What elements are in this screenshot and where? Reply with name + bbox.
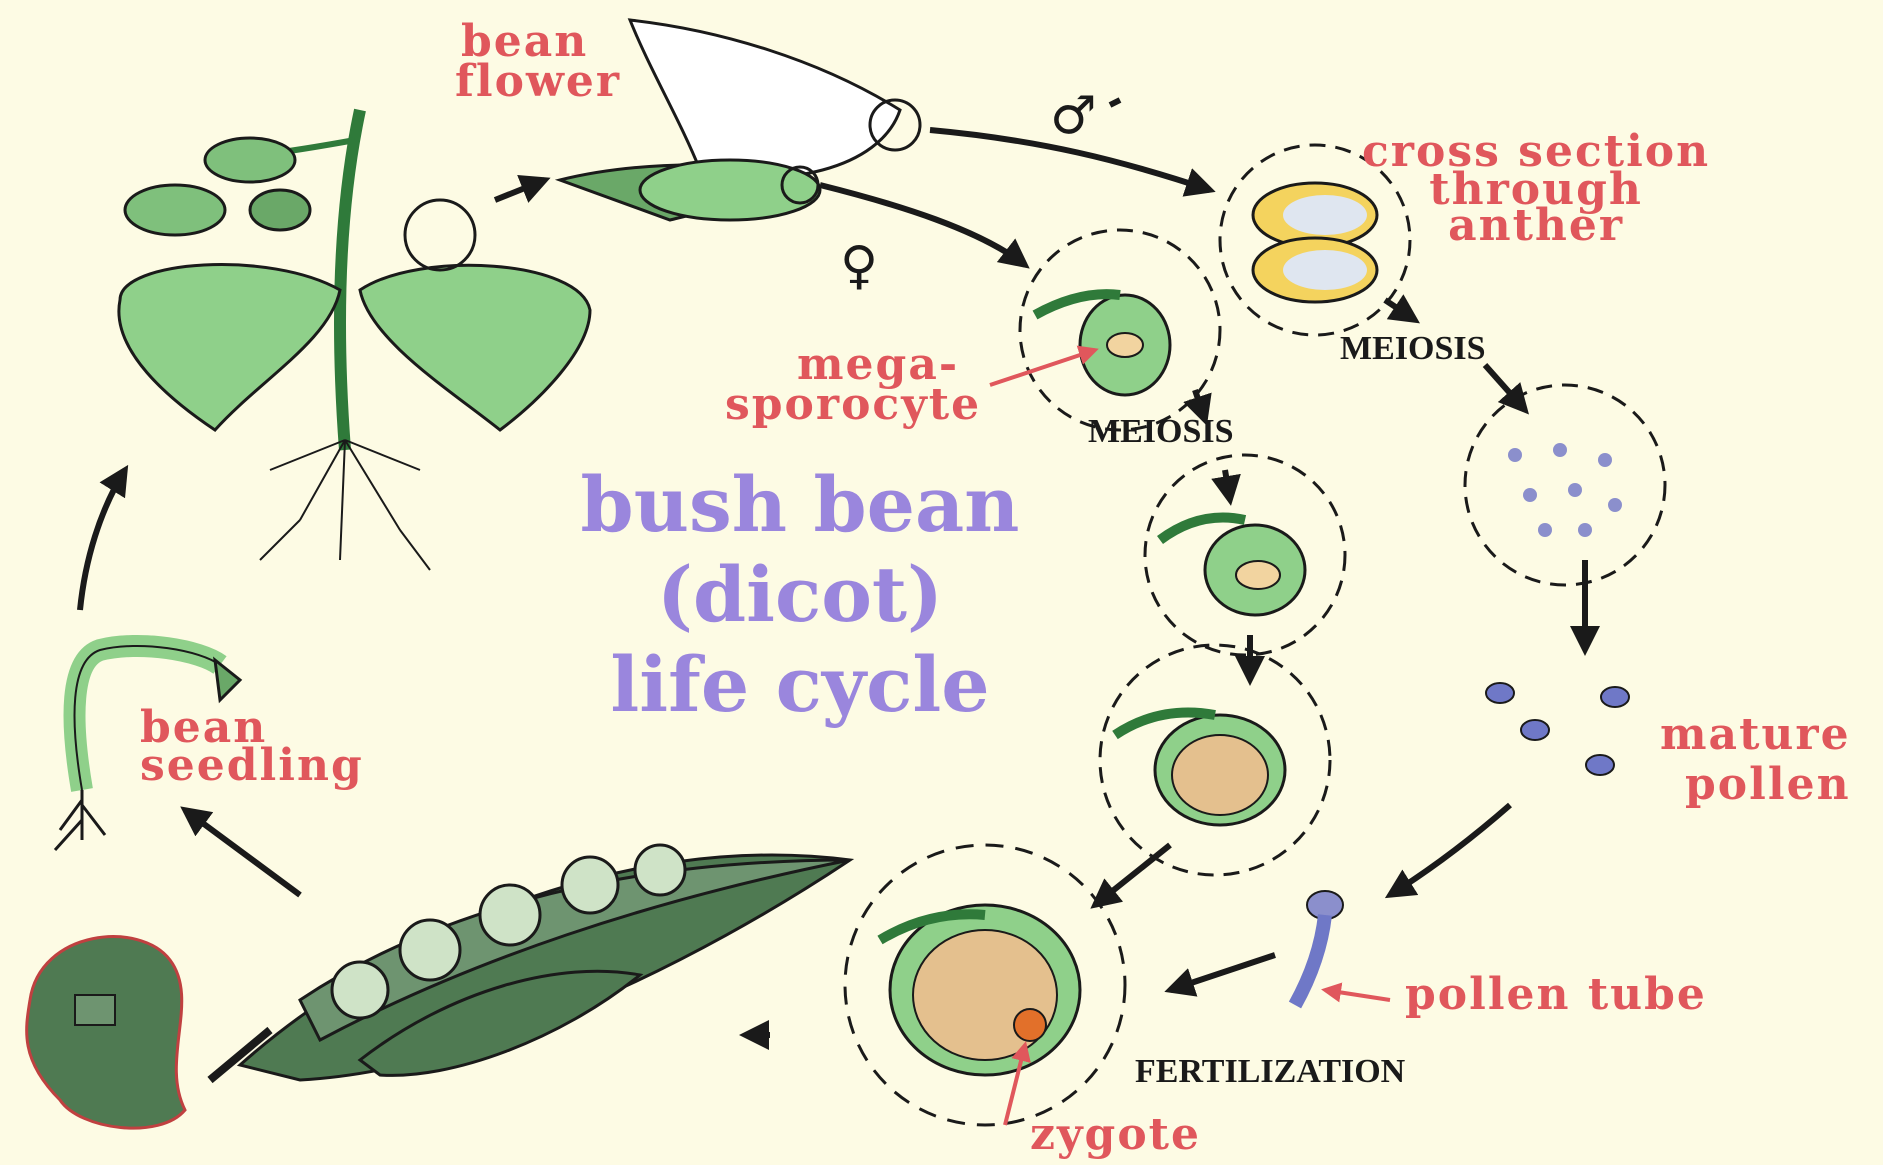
title-line3: life cycle: [530, 640, 1070, 730]
megasporocyte-label-line2: sporocyte: [725, 385, 981, 425]
meiosis-left-label: MEIOSIS: [1088, 413, 1234, 451]
zygote-label: zygote: [1030, 1115, 1201, 1155]
arrow-plant-to-flower: [495, 180, 545, 200]
female-symbol-icon: ♀: [840, 240, 878, 292]
bean-seed-icon: [27, 937, 185, 1129]
bean-plant-icon: [119, 110, 590, 570]
arrow-meiosis-to-pollen: [1485, 365, 1525, 410]
meiosis-right-label: MEIOSIS: [1340, 330, 1486, 368]
bean-pod-icon: [210, 845, 850, 1080]
pollen-tube-label: pollen tube: [1405, 975, 1707, 1015]
pollen-tube-pointer: [1325, 990, 1390, 1000]
arrow-meiosis-to-ovule: [1225, 470, 1230, 500]
pollen-tube-icon: [1295, 891, 1343, 1005]
arrow-tube-to-zygote: [1170, 955, 1275, 990]
mature-pollen-label-line1: mature: [1660, 715, 1851, 755]
arrow-pod-to-seedling: [185, 810, 300, 895]
megasporocyte-pointer: [990, 350, 1095, 385]
arrow-ovule3-to-zygote: [1095, 845, 1170, 905]
arrow-mature-to-tube: [1390, 805, 1510, 895]
fertilization-label: FERTILIZATION: [1135, 1053, 1405, 1091]
bean-seedling-label: bean seedling: [140, 708, 364, 784]
bean-flower-label: bean flower: [455, 22, 621, 102]
zygote-ovule-icon: [845, 845, 1125, 1125]
male-symbol-icon: ♂: [1050, 90, 1097, 142]
bean-flower-label-line2: flower: [455, 62, 621, 102]
mature-pollen-label-line2: pollen: [1660, 765, 1851, 805]
mature-pollen-icon: [1486, 683, 1629, 775]
cross-section-label-line3: anther: [1362, 208, 1710, 244]
ovule-icon: [1020, 230, 1220, 430]
ovule-stage-2-icon: [1145, 455, 1345, 655]
bean-seedling-label-line2: seedling: [140, 748, 364, 784]
title-line2: (dicot): [530, 550, 1070, 640]
title-line1: bush bean: [530, 460, 1070, 550]
arrow-seedling-to-plant: [80, 470, 125, 610]
arrow-male-symbol: [1110, 100, 1120, 105]
megasporocyte-label: mega- sporocyte: [725, 345, 981, 425]
diagram-title: bush bean (dicot) life cycle: [530, 460, 1070, 730]
mature-pollen-label: mature pollen: [1660, 715, 1851, 805]
ovule-stage-3-icon: [1100, 645, 1330, 875]
arrow-anther-to-meiosis: [1385, 300, 1415, 320]
cross-section-label: cross section through anther: [1362, 132, 1710, 244]
pollen-icon: [1465, 385, 1665, 585]
